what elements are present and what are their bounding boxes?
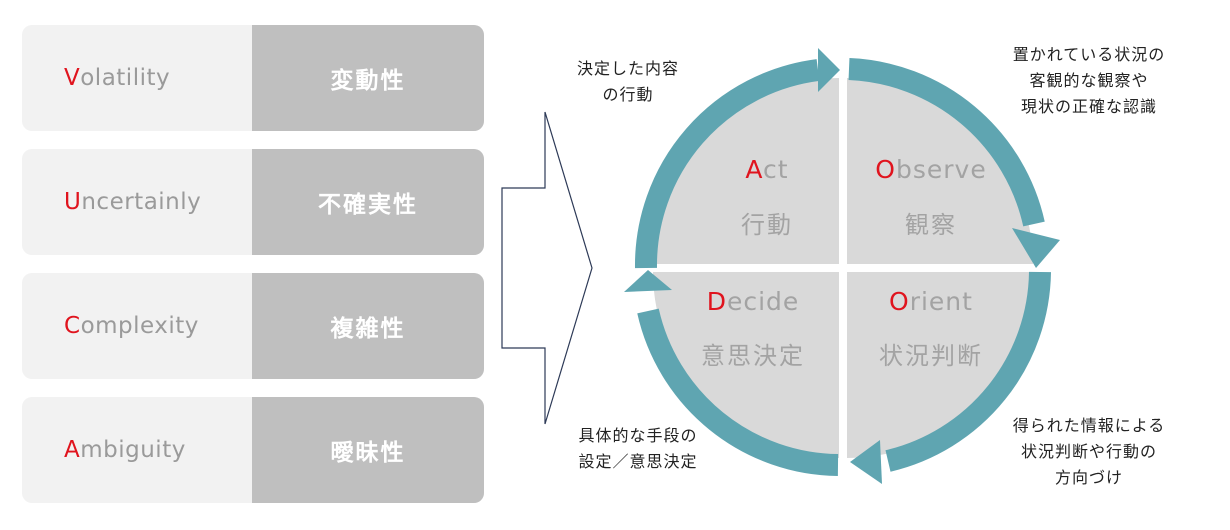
label-decide-jp: 意思決定 <box>701 342 805 370</box>
cycle-arrowhead-orient <box>850 440 882 484</box>
vuca-translation: 変動性 <box>252 25 484 131</box>
quadrant-observe <box>847 78 1033 264</box>
quadrant-act <box>653 78 839 264</box>
label-observe: Observe <box>875 155 986 184</box>
cycle-arrowhead-act <box>818 48 840 92</box>
label-act: Act <box>745 155 788 184</box>
quadrant-decide <box>653 272 839 458</box>
cycle-arc-act <box>634 59 820 269</box>
cycle-arrowhead-observe <box>1012 228 1060 268</box>
vuca-translation: 曖昧性 <box>252 397 484 503</box>
label-decide: Decide <box>707 287 800 316</box>
description-orient: 得られた情報による 状況判断や行動の 方向づけ <box>1012 416 1166 487</box>
label-observe-jp: 観察 <box>905 211 957 239</box>
vuca-translation: 複雑性 <box>252 273 484 379</box>
cycle-arc-orient <box>885 271 1051 472</box>
cycle-arc-observe <box>848 58 1045 227</box>
label-act-jp: 行動 <box>741 211 793 239</box>
description-decide: 具体的な手段の 設定／意思決定 <box>578 426 698 471</box>
description-observe: 置かれている状況の 客観的な観察や 現状の正確な認識 <box>1012 45 1166 116</box>
transition-arrow <box>501 111 593 425</box>
cycle-arc-decide <box>637 308 839 476</box>
vuca-translation: 不確実性 <box>252 149 484 255</box>
quadrant-orient <box>847 272 1033 458</box>
label-orient: Orient <box>889 287 973 316</box>
description-act: 決定した内容 の行動 <box>576 59 679 104</box>
label-orient-jp: 状況判断 <box>879 342 983 370</box>
cycle-arrowhead-decide <box>624 270 672 292</box>
